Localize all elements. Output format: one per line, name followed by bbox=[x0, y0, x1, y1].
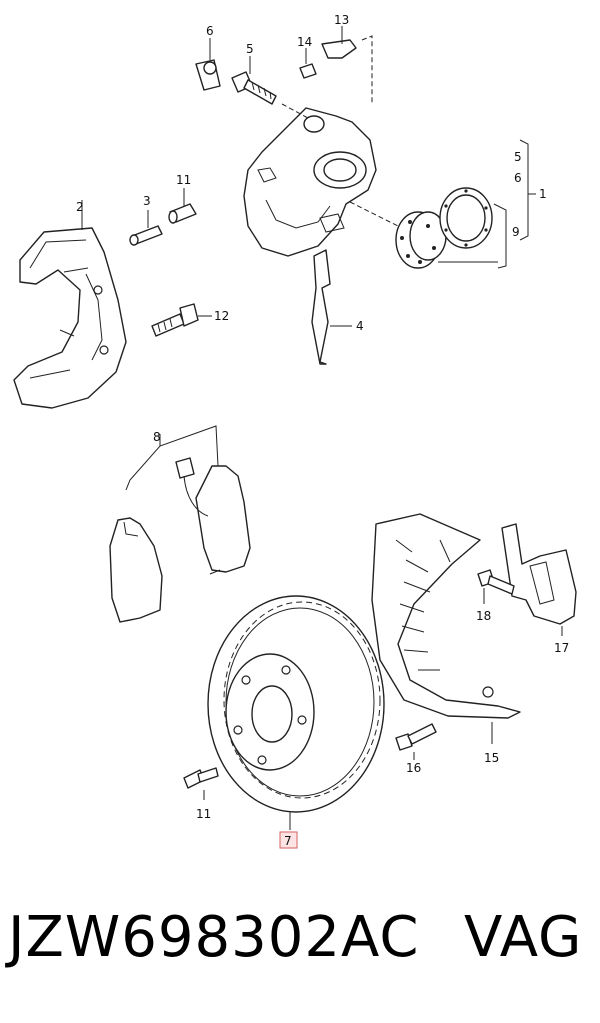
part-12-carrier-bolt bbox=[151, 303, 212, 337]
bracket-1 bbox=[519, 139, 529, 241]
callout-5-right: 5 bbox=[514, 150, 522, 164]
part-8-outer-pad-with-sensor bbox=[175, 457, 251, 575]
part-piston-ring bbox=[395, 211, 447, 269]
callout-2: 2 bbox=[76, 200, 84, 214]
callout-17: 17 bbox=[554, 641, 569, 655]
callout-5-top: 5 bbox=[246, 42, 254, 56]
part-6-wear-sensor bbox=[195, 38, 221, 91]
callout-16: 16 bbox=[406, 761, 421, 775]
part-13-bracket bbox=[321, 26, 357, 59]
callout-13: 13 bbox=[334, 13, 349, 27]
part-caption: JZW698302AC VAG bbox=[0, 893, 600, 993]
callout-9: 9 bbox=[512, 225, 520, 239]
callout-12: 12 bbox=[214, 309, 229, 323]
part-7-brake-disc bbox=[207, 595, 385, 830]
part-number: JZW698302AC bbox=[8, 905, 420, 970]
part-seal-ring bbox=[439, 187, 493, 249]
callout-1: 1 bbox=[539, 187, 547, 201]
part-17-sensor-bracket bbox=[501, 523, 577, 636]
callout-8: 8 bbox=[153, 430, 161, 444]
part-11-disc-screw bbox=[183, 767, 219, 800]
part-2-caliper-carrier bbox=[13, 200, 127, 409]
bracket-8 bbox=[125, 425, 219, 491]
brand-name: VAG bbox=[464, 905, 583, 970]
callout-7-highlight bbox=[279, 831, 298, 849]
part-18-bracket-bolt bbox=[477, 569, 515, 604]
callout-11-bottom: 11 bbox=[196, 807, 211, 821]
part-16-shield-screw bbox=[395, 723, 437, 760]
callout-15: 15 bbox=[484, 751, 499, 765]
part-14-bolt bbox=[299, 48, 317, 79]
exploded-parts-diagram: 6 5 13 14 bbox=[13, 13, 577, 849]
callout-3: 3 bbox=[143, 194, 151, 208]
part-15-splash-shield bbox=[371, 513, 521, 744]
part-8-inner-pad bbox=[109, 517, 163, 623]
bracket-9 bbox=[438, 203, 507, 269]
callout-6-right: 6 bbox=[514, 171, 522, 185]
part-3-guide-pin bbox=[129, 210, 163, 246]
callout-6-top: 6 bbox=[206, 24, 214, 38]
part-5-bleed-screw bbox=[231, 56, 277, 105]
callout-18: 18 bbox=[476, 609, 491, 623]
callout-4: 4 bbox=[356, 319, 364, 333]
callout-7: 7 bbox=[284, 834, 292, 848]
part-11-guide-bushing bbox=[168, 188, 197, 224]
part-4-spring-clip bbox=[311, 249, 352, 365]
callout-11-top: 11 bbox=[176, 173, 191, 187]
caliper-housing bbox=[243, 107, 377, 257]
callout-14: 14 bbox=[297, 35, 312, 49]
